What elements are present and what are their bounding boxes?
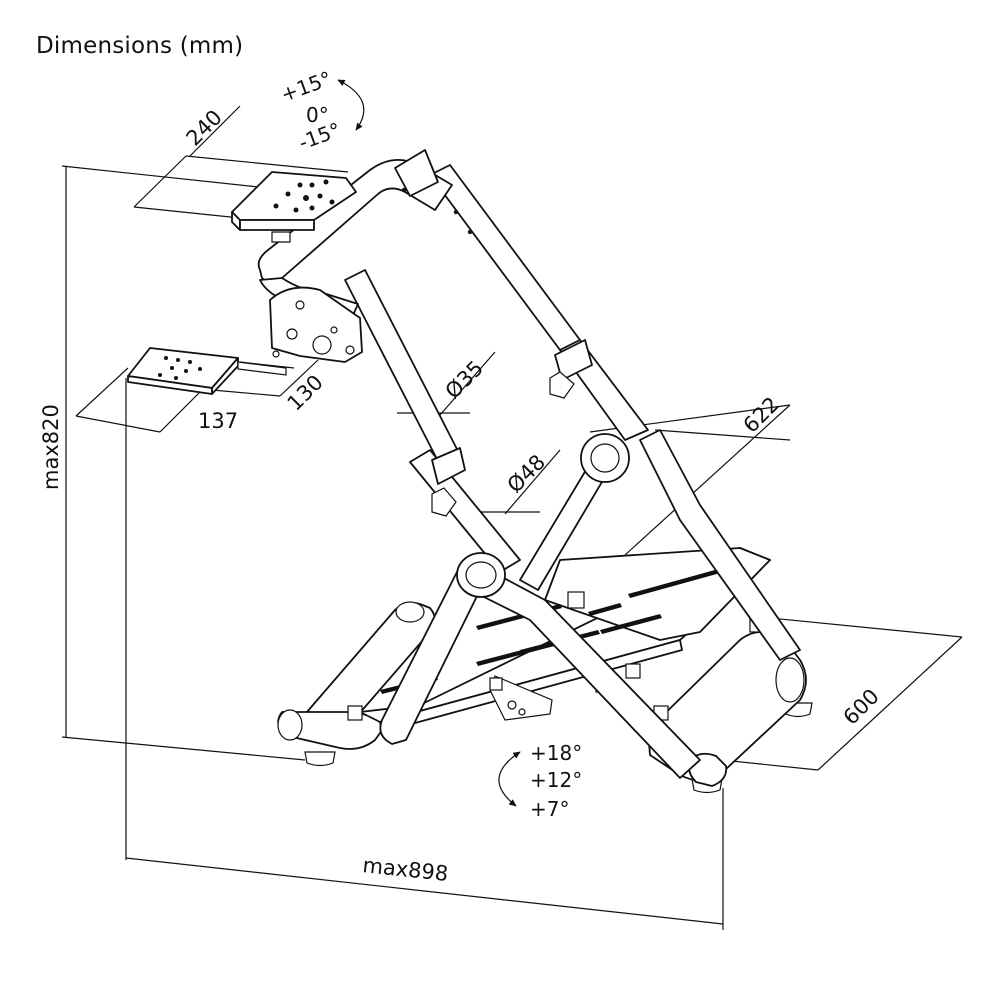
dim-upper-tube-diameter: Ø35 (441, 356, 489, 404)
dim-pedal-width: 622 (739, 392, 784, 437)
dim-max-length: max898 (361, 853, 449, 886)
main-frame (257, 149, 801, 779)
pedal-tilt-arrow (498, 751, 521, 807)
dim-wheel-plate-width: 240 (182, 105, 227, 150)
dim-base-depth: 600 (839, 684, 884, 729)
dim-shifter-plate-width: 137 (198, 409, 238, 433)
pedal-angle-12: +12° (530, 768, 582, 792)
wheel-angle-down: -15° (296, 118, 344, 155)
shifter-mount-plate (127, 347, 287, 395)
wheel-mount-plate (231, 171, 357, 243)
dimension-lines (61, 105, 963, 930)
dim-lower-tube-diameter: Ø48 (503, 450, 551, 498)
diagram-title: Dimensions (mm) (36, 33, 244, 59)
pedal-tilt-angle-labels: +18° +12° +7° (530, 741, 582, 821)
wheel-tilt-angle-labels: +15° 0° -15° (278, 66, 344, 154)
dim-max-height: max820 (39, 404, 63, 490)
dim-shifter-plate-depth: 130 (283, 370, 328, 415)
wheel-angle-up: +15° (278, 66, 335, 106)
pedal-angle-7: +7° (530, 797, 569, 821)
wheel-tilt-arrow (337, 79, 365, 131)
wheel-angle-zero: 0° (306, 103, 329, 127)
pedal-angle-18: +18° (530, 741, 582, 765)
